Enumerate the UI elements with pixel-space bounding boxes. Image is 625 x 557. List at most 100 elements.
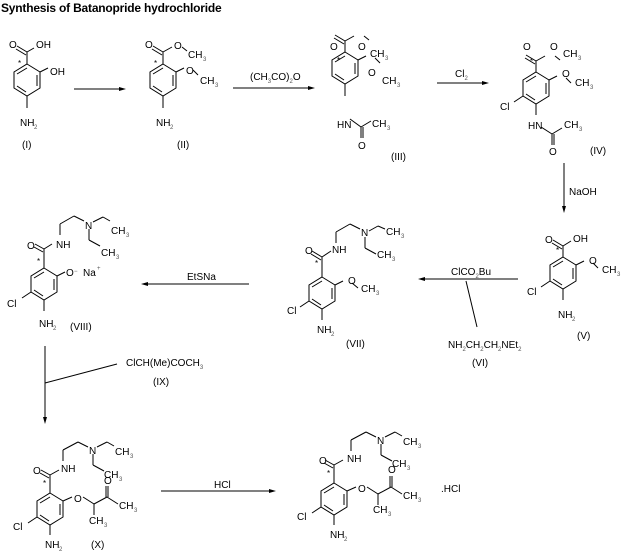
svg-text:3: 3: [578, 56, 582, 62]
atom-label: CH: [101, 248, 115, 259]
atom-label: NH: [61, 464, 75, 475]
atom-label: CH: [563, 49, 577, 60]
reagent-IX-formula: ClCH(Me)COCH3: [126, 358, 204, 371]
atom-label: Cl: [7, 299, 16, 310]
atom-label: O: [562, 69, 570, 80]
diagram-title: Synthesis of Batanopride hydrochloride: [1, 1, 222, 15]
atom-label: NH: [20, 118, 34, 129]
chiral-marker: *: [37, 257, 40, 266]
reagent-label: (CH3CO)2O: [250, 72, 301, 85]
svg-text:2: 2: [170, 125, 174, 131]
benzene-ring: [549, 256, 577, 290]
atom-label: O: [27, 241, 35, 252]
atom-label: O: [74, 494, 82, 505]
atom-label: NH: [39, 319, 53, 330]
compound-label: (IV): [590, 146, 606, 157]
atom-label: OH: [36, 40, 51, 51]
atom-label: O: [589, 256, 597, 267]
salt-label: .HCl: [441, 484, 460, 495]
atom-label: CH: [403, 491, 417, 502]
reaction-arrow: [74, 87, 126, 91]
atom-label: NH: [156, 118, 170, 129]
atom-label: Cl: [13, 522, 22, 533]
atom-label: CH: [386, 227, 400, 238]
atom-label: O: [319, 456, 327, 467]
atom-label: NH: [332, 245, 346, 256]
compound-label: (IX): [153, 377, 169, 388]
atom-label: CH: [403, 437, 417, 448]
atom-label: CH: [89, 516, 103, 527]
atom-label: CH: [200, 76, 214, 87]
atom-label: CH: [115, 447, 129, 458]
atom-label: OH: [50, 67, 65, 78]
benzene-ring: [30, 267, 58, 301]
atom-label: O: [358, 42, 366, 53]
atom-label: N: [377, 436, 384, 447]
atom-label: NH: [56, 240, 70, 251]
chiral-marker: *: [556, 246, 559, 255]
svg-text:3: 3: [126, 233, 130, 239]
chiral-marker: *: [18, 59, 21, 68]
chiral-marker: *: [43, 479, 46, 488]
atom-label: O: [550, 42, 558, 53]
compound-label: (VI): [472, 358, 488, 369]
atom-label: CH: [111, 226, 125, 237]
atom-label: O: [348, 276, 356, 287]
chiral-marker: *: [327, 469, 330, 478]
reagent-label: ClCO2Bu: [451, 267, 491, 280]
svg-text:3: 3: [387, 126, 391, 132]
svg-text:2: 2: [572, 317, 576, 323]
svg-text:3: 3: [104, 523, 108, 529]
svg-text:3: 3: [397, 83, 401, 89]
atom-label: CH: [373, 505, 387, 516]
svg-text:3: 3: [203, 57, 207, 63]
atom-label: O: [358, 484, 366, 495]
reaction-arrow: ClCH(Me)COCH3 (IX): [43, 346, 204, 424]
reaction-arrow: ClCO2Bu NH2CH2CH2NEt2 (VI): [418, 267, 522, 369]
reaction-arrow: NaOH: [562, 163, 597, 213]
svg-text:3: 3: [579, 127, 583, 133]
compound-label: (VIII): [70, 322, 92, 333]
atom-label: O: [549, 147, 557, 158]
atom-label: NH: [347, 454, 361, 465]
svg-text:3: 3: [376, 291, 380, 297]
atom-label: Cl: [527, 287, 536, 298]
atom-label: O: [9, 40, 17, 51]
atom-label: CH: [372, 119, 386, 130]
svg-text:3: 3: [119, 477, 123, 483]
atom-label: N: [361, 228, 368, 239]
atom-label: HN: [528, 121, 542, 132]
charge-label: −: [74, 269, 78, 275]
benzene-ring: [13, 63, 41, 97]
atom-label: HN: [337, 120, 351, 131]
benzene-ring: [149, 63, 177, 97]
atom-label: CH: [104, 470, 118, 481]
compound-label: (VII): [346, 339, 365, 350]
atom-label: O: [523, 42, 531, 53]
benzene-ring: [308, 276, 336, 310]
atom-label: CH: [188, 50, 202, 61]
svg-text:3: 3: [617, 272, 621, 278]
compound-label: (I): [22, 140, 31, 151]
atom-label: Cl: [287, 306, 296, 317]
atom-label: O: [66, 268, 74, 279]
svg-text:3: 3: [392, 257, 396, 263]
atom-label: O: [33, 466, 41, 477]
reagent-label: NaOH: [569, 187, 597, 198]
atom-label: CH: [377, 250, 391, 261]
svg-text:3: 3: [385, 56, 389, 62]
reaction-arrow: (CH3CO)2O: [233, 72, 315, 90]
atom-label: CH: [392, 459, 406, 470]
atom-label: CH: [575, 78, 589, 89]
atom-label: Cl: [500, 102, 509, 113]
reagent-label: EtSNa: [187, 272, 216, 283]
chiral-marker: *: [530, 57, 533, 66]
svg-text:3: 3: [418, 498, 422, 504]
chiral-marker: *: [337, 56, 340, 65]
svg-text:2: 2: [331, 332, 335, 338]
svg-text:3: 3: [215, 83, 219, 89]
